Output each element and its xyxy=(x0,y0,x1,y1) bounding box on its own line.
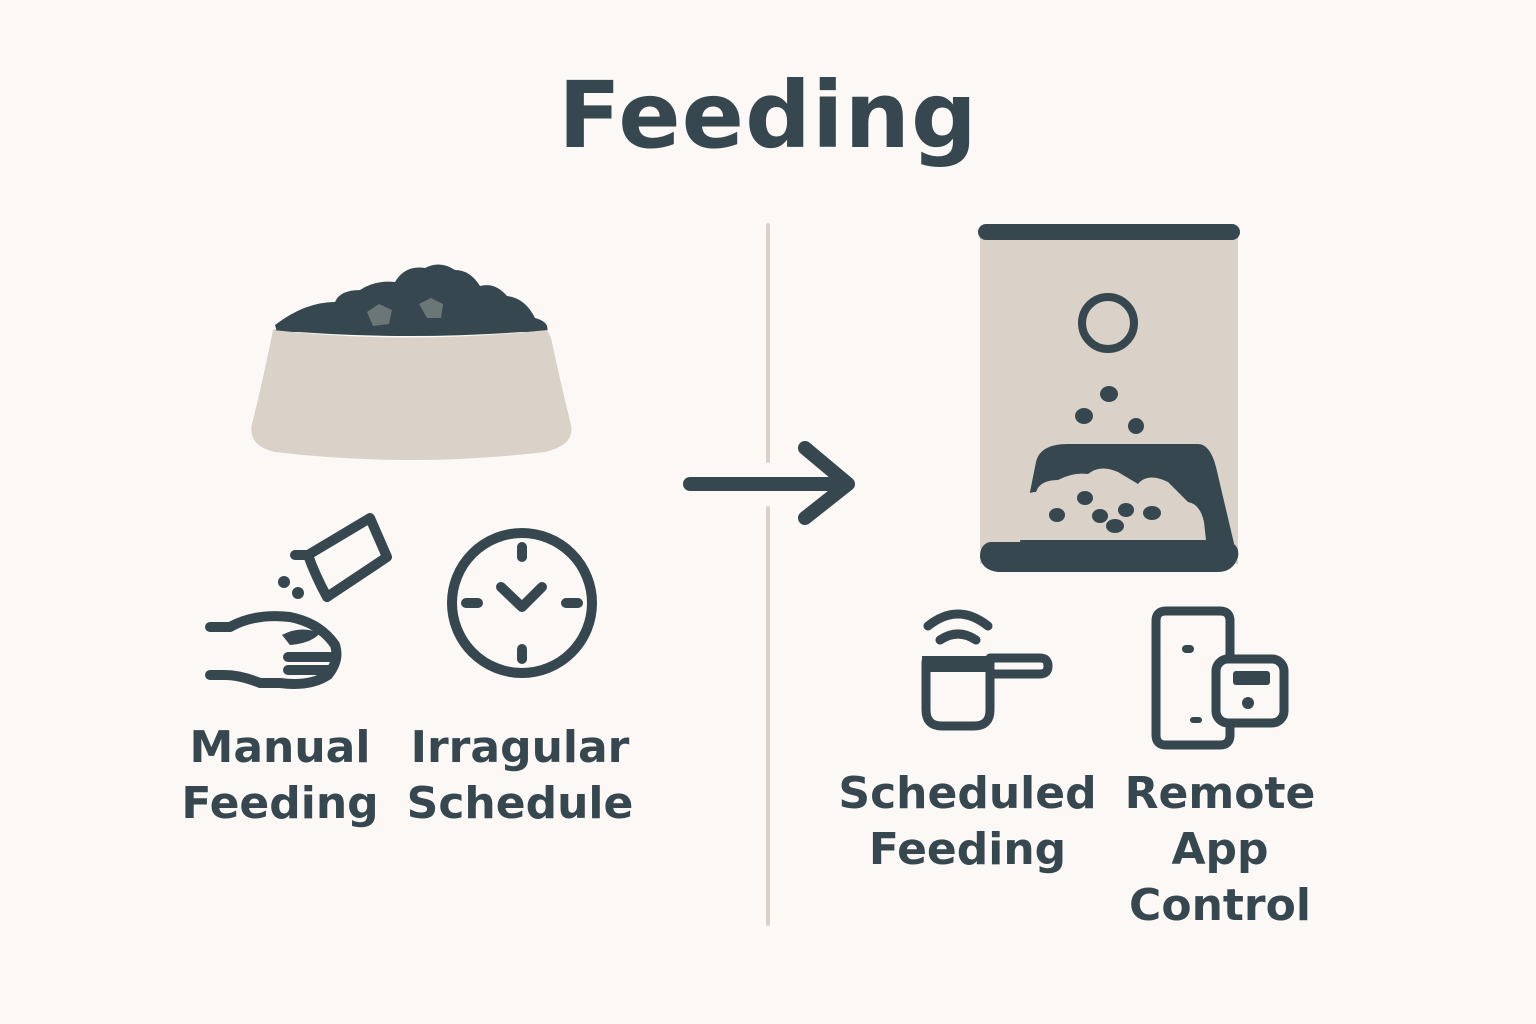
label-line: App xyxy=(1171,824,1269,875)
label-line: Manual xyxy=(189,722,371,773)
label-line: Remote xyxy=(1124,768,1316,819)
automatic-feeder-icon xyxy=(978,224,1240,572)
label-manual-feeding: Manual Feeding xyxy=(170,720,390,832)
food-bowl-icon xyxy=(251,264,572,460)
page-title: Feeding xyxy=(558,62,978,169)
divider-bottom xyxy=(766,506,770,926)
label-line: Schedule xyxy=(406,778,634,829)
divider-top xyxy=(766,223,770,463)
label-line: Irragular xyxy=(410,722,630,773)
label-irregular-schedule: Irragular Schedule xyxy=(400,720,640,832)
wireless-scoop-icon xyxy=(921,609,1053,731)
label-line: Feeding xyxy=(181,778,379,829)
label-scheduled-feeding: Scheduled Feeding xyxy=(830,766,1105,878)
hand-pouring-food-icon xyxy=(205,513,392,689)
phone-remote-app-icon xyxy=(1151,606,1289,750)
label-line: Scheduled xyxy=(838,768,1097,819)
clock-icon xyxy=(447,528,597,678)
label-remote-app-control: Remote App Control xyxy=(1110,766,1330,934)
label-line: Control xyxy=(1129,880,1311,931)
arrow-right-icon xyxy=(683,441,855,525)
label-line: Feeding xyxy=(868,824,1067,875)
